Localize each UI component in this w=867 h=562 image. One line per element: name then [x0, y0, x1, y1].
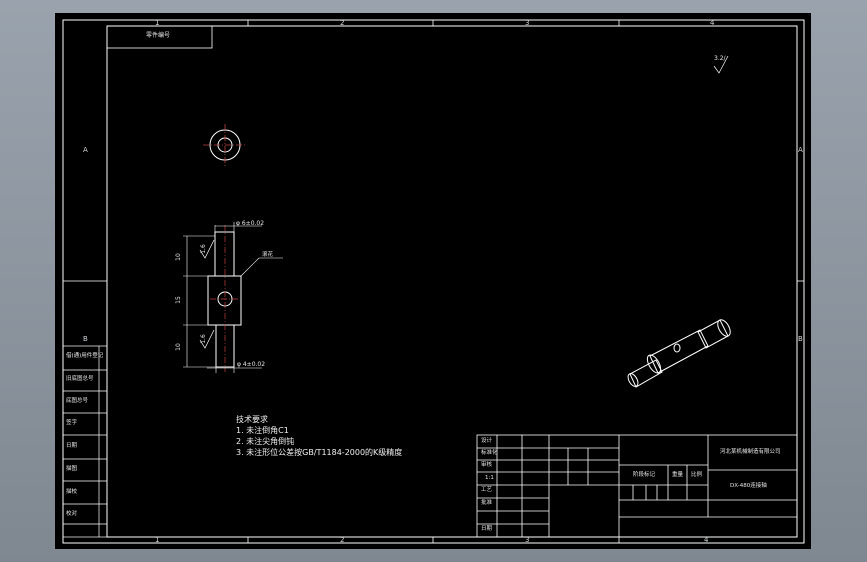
top-left-box [106, 25, 213, 49]
roughness-symbols [199, 55, 729, 349]
dim-dia-bottom: φ 4±0.02 [237, 361, 266, 368]
dim-10-top: 10 [174, 253, 182, 261]
front-view [207, 225, 242, 372]
stage-header-3: 比例 [691, 472, 703, 478]
left-strip-1: 借(通)用件登记 [66, 353, 104, 359]
stage-header-2: 重量 [672, 472, 684, 478]
tb-row-6: 日期 [481, 526, 493, 532]
inner-border [106, 25, 798, 538]
zone-ticks [63, 20, 804, 543]
left-strip-6: 描图 [66, 466, 78, 472]
left-strip-8: 校对 [66, 511, 78, 517]
roughness-upper: 1.6 [199, 244, 207, 254]
leader-note: 滚花 [262, 252, 274, 258]
notes-title: 技术要求 [236, 415, 268, 424]
zone-right-b: B [798, 335, 803, 343]
zone-bottom-1: 1 [155, 536, 160, 544]
tb-row-1: 设计 [481, 438, 493, 444]
company-name: 河北某机械制造有限公司 [720, 449, 781, 455]
zone-top-4: 4 [710, 19, 715, 27]
stage-header-1: 阶段标记 [633, 472, 656, 478]
drawing-sheet [55, 13, 811, 549]
notes-line-3: 3. 未注形位公差按GB/T1184-2000的K级精度 [236, 448, 403, 457]
scale-value: 1:1 [485, 475, 494, 481]
left-strip-table [62, 345, 108, 538]
notes-line-2: 2. 未注尖角倒钝 [236, 437, 295, 446]
zone-right-a: A [798, 146, 803, 154]
zone-bottom-2: 2 [340, 536, 345, 544]
left-strip-5: 日期 [66, 443, 78, 449]
zone-left-b: B [83, 335, 88, 343]
left-strip-2: 旧底图总号 [66, 376, 94, 382]
zone-left-a: A [83, 146, 88, 154]
left-strip-4: 签字 [66, 420, 78, 426]
top-view [203, 124, 247, 166]
dim-10-bottom: 10 [174, 343, 182, 351]
zone-top-3: 3 [525, 19, 530, 27]
dim-dia-top: φ 6±0.02 [236, 220, 265, 227]
roughness-lower: 1.6 [199, 334, 207, 344]
outer-border [62, 19, 805, 544]
zone-bottom-4: 4 [704, 536, 709, 544]
zone-top-2: 2 [340, 19, 345, 27]
notes-line-1: 1. 未注倒角C1 [236, 426, 289, 435]
tb-row-3: 审核 [481, 462, 493, 468]
zone-top-1: 1 [155, 19, 160, 27]
tb-row-2: 标准化 [481, 450, 498, 456]
zone-bottom-3: 3 [525, 536, 530, 544]
title-block-grid [476, 434, 798, 538]
part-name: DX-480连接轴 [730, 483, 767, 489]
tb-row-5: 批准 [481, 500, 493, 506]
surface-finish-label: 3.2/ [714, 55, 726, 62]
isometric-part [627, 319, 731, 388]
top-box-label: 零件编号 [146, 32, 171, 39]
dimension-lines [183, 222, 283, 373]
left-strip-7: 描校 [66, 489, 78, 495]
tb-row-4: 工艺 [481, 487, 493, 493]
left-strip-3: 底图总号 [66, 398, 89, 404]
dim-15: 15 [174, 296, 182, 304]
